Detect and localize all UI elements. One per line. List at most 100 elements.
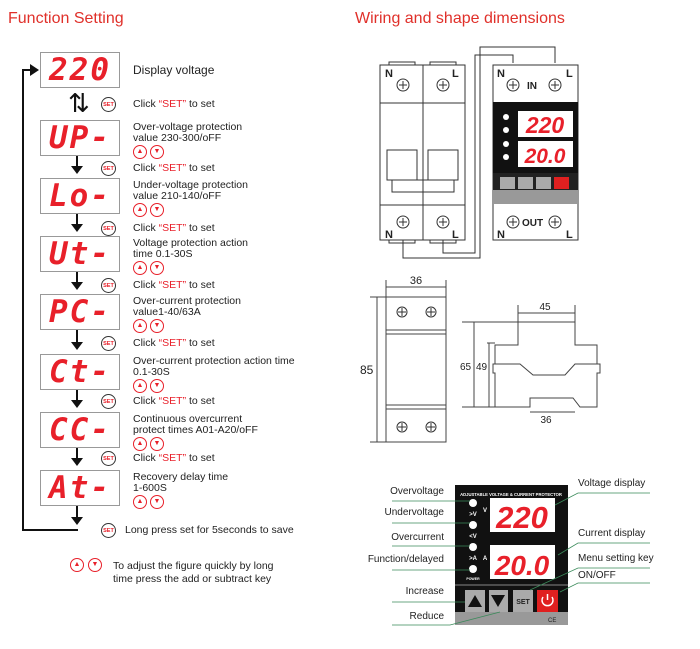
down-icon: ▼	[150, 261, 164, 275]
set-button[interactable]: SET	[513, 590, 533, 612]
down-arrow-icon	[71, 506, 83, 525]
click-text: “SET”	[158, 162, 187, 174]
menu-display-up: UP-	[40, 120, 120, 156]
label-n: N	[497, 229, 505, 241]
click-set-instruction: Click “SET” to set	[133, 396, 215, 407]
label-l: L	[566, 229, 573, 241]
click-set-instruction: Click “SET” to set	[133, 163, 215, 174]
click-text: Click	[133, 279, 159, 291]
circuit-breaker	[379, 61, 466, 244]
label-out: OUT	[522, 218, 543, 229]
description-line: Continuous overcurrent	[133, 413, 243, 425]
mini-current-display: 20.0	[524, 145, 566, 168]
label-current-display: Current display	[578, 528, 645, 539]
label-reduce: Reduce	[410, 611, 445, 622]
power-icon	[541, 594, 554, 607]
down-icon: ▼	[150, 319, 164, 333]
click-set-instruction: Click “SET” to set	[133, 280, 215, 291]
menu-display-ut: Ut-	[40, 236, 120, 272]
current-display: 20.0	[494, 550, 550, 581]
adjust-instruction: To adjust the figure quickly by long tim…	[113, 560, 274, 586]
down-arrow-icon	[71, 272, 83, 290]
dim-65: 65	[460, 362, 472, 373]
wiring-title: Wiring and shape dimensions	[355, 10, 565, 27]
set-icon: SET	[101, 336, 116, 351]
down-arrow-icon	[71, 390, 83, 408]
function-setting-title: Function Setting	[8, 10, 124, 27]
led-label: <V	[469, 534, 477, 540]
mini-voltage-display: 220	[525, 112, 565, 138]
description-line: protect times A01-A20/oFF	[133, 424, 258, 436]
description-line: value 210-140/oFF	[133, 190, 222, 202]
up-icon: ▲	[133, 495, 147, 509]
reduce-button[interactable]	[489, 590, 508, 612]
up-icon: ▲	[133, 319, 147, 333]
description-line: Recovery delay time	[133, 471, 229, 483]
click-text: to set	[186, 279, 215, 291]
click-set-instruction: Click “SET” to set	[133, 338, 215, 349]
down-icon: ▼	[150, 437, 164, 451]
label-function-delayed: Function/delayed	[368, 554, 444, 565]
click-text: “SET”	[158, 395, 187, 407]
description-line: Under-voltage protection	[133, 179, 248, 191]
label-l: L	[452, 68, 459, 80]
click-text: Click	[133, 98, 159, 110]
set-icon: SET	[101, 394, 116, 409]
led-undervoltage	[469, 521, 477, 529]
up-icon: ▲	[133, 261, 147, 275]
loop-line-top	[22, 69, 32, 71]
dim-width: 36	[410, 275, 422, 287]
down-icon: ▼	[88, 558, 102, 572]
control-panel: ADJUSTABLE VOLTAGE & CURRENT PROTECTOR 2…	[455, 485, 568, 625]
power-button[interactable]	[537, 590, 558, 612]
leader-lines	[392, 492, 650, 626]
loop-line	[22, 69, 24, 531]
click-text: Click	[133, 452, 159, 464]
down-icon: ▼	[150, 203, 164, 217]
menu-display-ct: Ct-	[40, 354, 120, 390]
label-n: N	[385, 68, 393, 80]
increase-button[interactable]	[465, 590, 485, 612]
menu-display-cc: CC-	[40, 412, 120, 448]
loop-arrow-head	[30, 64, 39, 76]
description-line: time 0.1-30S	[133, 248, 193, 260]
front-dimension-drawing	[370, 280, 447, 443]
up-icon: ▲	[133, 203, 147, 217]
click-set-instruction: Click “SET” to set	[133, 99, 215, 110]
led-label: >V	[469, 512, 477, 518]
set-icon: SET	[101, 97, 116, 112]
label-overcurrent: Overcurrent	[391, 532, 444, 543]
description-line: 1-600S	[133, 482, 167, 494]
click-text: Click	[133, 337, 159, 349]
label-increase: Increase	[406, 586, 445, 597]
click-text: “SET”	[158, 98, 187, 110]
description-line: Over-voltage protection	[133, 121, 243, 133]
voltage-display: 220	[495, 500, 548, 535]
led-label: >A	[469, 556, 478, 562]
label-l: L	[566, 68, 573, 80]
unit-v: V	[483, 508, 487, 514]
dim-rail: 36	[540, 415, 552, 426]
set-icon: SET	[101, 161, 116, 176]
down-arrow-icon	[71, 214, 83, 232]
label-voltage-display: Voltage display	[578, 478, 645, 489]
description-line: value 230-300/oFF	[133, 132, 222, 144]
panel-header: ADJUSTABLE VOLTAGE & CURRENT PROTECTOR	[460, 492, 562, 497]
down-arrow-icon	[71, 448, 83, 466]
click-text: to set	[186, 395, 215, 407]
down-arrow-icon	[491, 595, 505, 607]
wires	[402, 46, 556, 259]
label-in: IN	[527, 81, 537, 92]
up-icon: ▲	[70, 558, 84, 572]
ce-mark: CE	[548, 618, 556, 624]
screw-crosses	[398, 81, 559, 431]
label-l: L	[452, 229, 459, 241]
